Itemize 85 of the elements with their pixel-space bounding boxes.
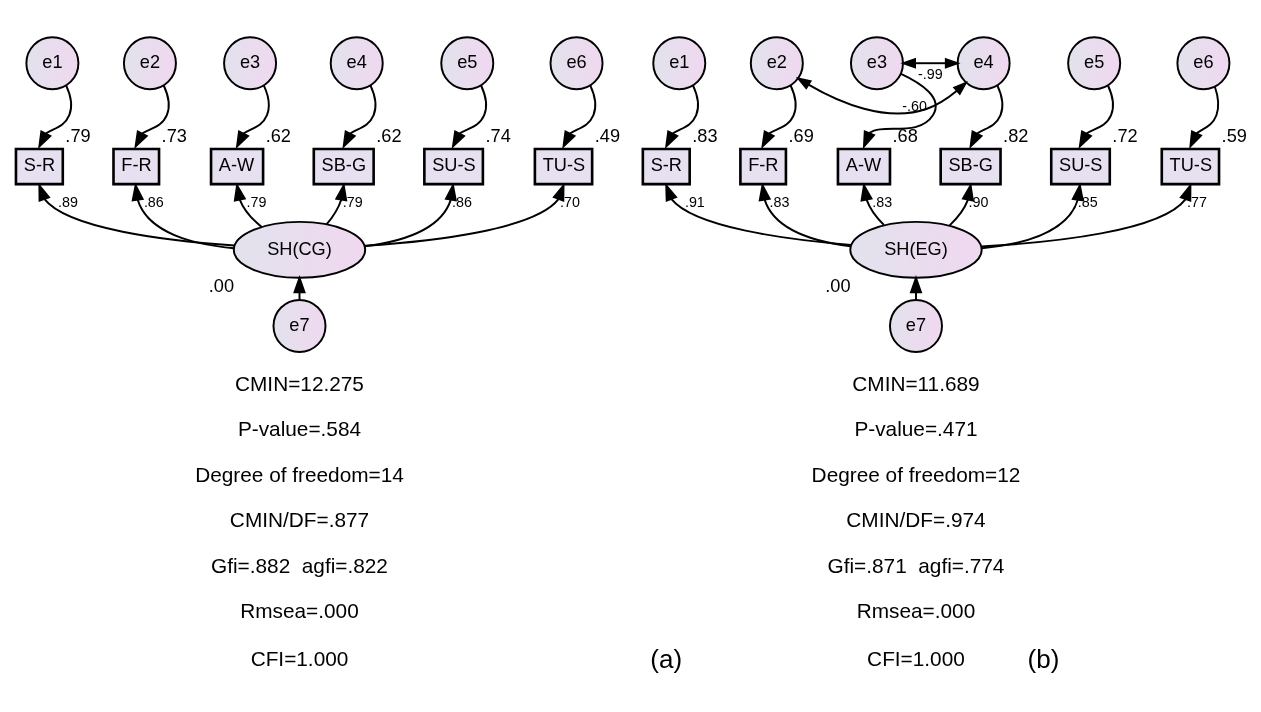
edge-label: -.99 (917, 65, 943, 82)
label: CFI=1.000 (250, 646, 349, 670)
arrow (233, 182, 263, 228)
arrow (342, 83, 377, 149)
label: CMIN=11.689 (852, 371, 980, 395)
node-circle: e5 (1067, 35, 1122, 90)
arrow (235, 83, 270, 149)
node-label: .00 (208, 275, 235, 296)
label: Degree of freedom=14 (195, 462, 404, 486)
label: Rmsea=.000 (856, 598, 976, 622)
node-circle: e4 (956, 35, 1011, 90)
node-label: .59 (1221, 125, 1247, 146)
arrow (451, 84, 488, 149)
arrow (1078, 84, 1114, 149)
label: CMIN/DF=.877 (229, 507, 370, 531)
arrow (131, 182, 235, 249)
arrow (363, 182, 565, 247)
edge-label: .79 (342, 193, 363, 210)
arrow (38, 182, 236, 247)
label: (a) (650, 643, 683, 674)
label: Rmsea=.000 (240, 598, 359, 622)
node-label: .62 (265, 125, 291, 146)
node-circle: e1 (652, 35, 707, 90)
label: (b) (1027, 643, 1060, 674)
arrow (909, 274, 923, 301)
label: P-value=.471 (854, 416, 978, 440)
node-ellipse: SH(EG) (849, 220, 983, 279)
label: Gfi=.882 agfi=.822 (211, 553, 388, 577)
arrow (980, 182, 1084, 249)
edge-label: .85 (1077, 193, 1098, 210)
arrow (134, 84, 170, 149)
node-circle: e3 (223, 35, 278, 90)
node-circle: e4 (329, 35, 384, 90)
edge-label: .79 (246, 193, 267, 210)
node-label: .49 (594, 125, 621, 146)
node-circle: e2 (122, 35, 177, 90)
node-label: .68 (892, 125, 918, 146)
node-label: .72 (1112, 125, 1138, 146)
arrow (562, 83, 597, 149)
edge-label: .90 (968, 193, 989, 210)
node-circle: e7 (272, 298, 327, 353)
node-circle: e5 (440, 35, 495, 90)
node-label: .83 (692, 125, 718, 146)
node-circle: e7 (889, 298, 943, 353)
label: CMIN=12.275 (235, 371, 364, 395)
label: CFI=1.000 (867, 646, 965, 670)
edge-label: .86 (143, 193, 164, 210)
edge-label: .77 (1186, 193, 1207, 210)
arrow (860, 182, 885, 226)
edge-label: .83 (769, 193, 790, 210)
node-label: .62 (376, 125, 402, 146)
node-label: .79 (65, 125, 91, 146)
node-ellipse: SH(CG) (232, 220, 367, 279)
label: CMIN/DF=.974 (846, 507, 986, 531)
label: P-value=.584 (237, 416, 362, 440)
edge-label: .83 (872, 193, 893, 210)
arrow (862, 72, 937, 149)
arrow (38, 83, 73, 149)
edge-label: .89 (58, 193, 78, 210)
node-label: .73 (161, 125, 187, 146)
arrow (948, 182, 975, 226)
arrow (761, 84, 797, 149)
label: Degree of freedom=12 (811, 462, 1021, 486)
edge-label: .70 (560, 193, 580, 210)
node-circle: e2 (749, 35, 804, 90)
node-circle: e6 (1176, 35, 1231, 90)
edge-label: .86 (452, 193, 473, 210)
node-circle: e3 (849, 35, 904, 90)
arrow (900, 57, 961, 69)
node-label: .74 (485, 125, 511, 146)
arrow (795, 76, 968, 114)
arrow (325, 182, 348, 225)
arrow (665, 182, 852, 246)
node-label: .00 (825, 275, 851, 296)
arrow (758, 182, 852, 247)
node-circle: e1 (25, 35, 80, 90)
arrow (980, 182, 1192, 247)
node-circle: e6 (549, 35, 604, 90)
node-label: .69 (788, 125, 814, 146)
edge-label: .91 (684, 193, 705, 210)
label: Gfi=.871 agfi=.774 (827, 553, 1005, 577)
arrow (664, 83, 699, 149)
node-label: .82 (1003, 125, 1029, 146)
arrow (1189, 85, 1220, 149)
arrow (969, 83, 1004, 149)
